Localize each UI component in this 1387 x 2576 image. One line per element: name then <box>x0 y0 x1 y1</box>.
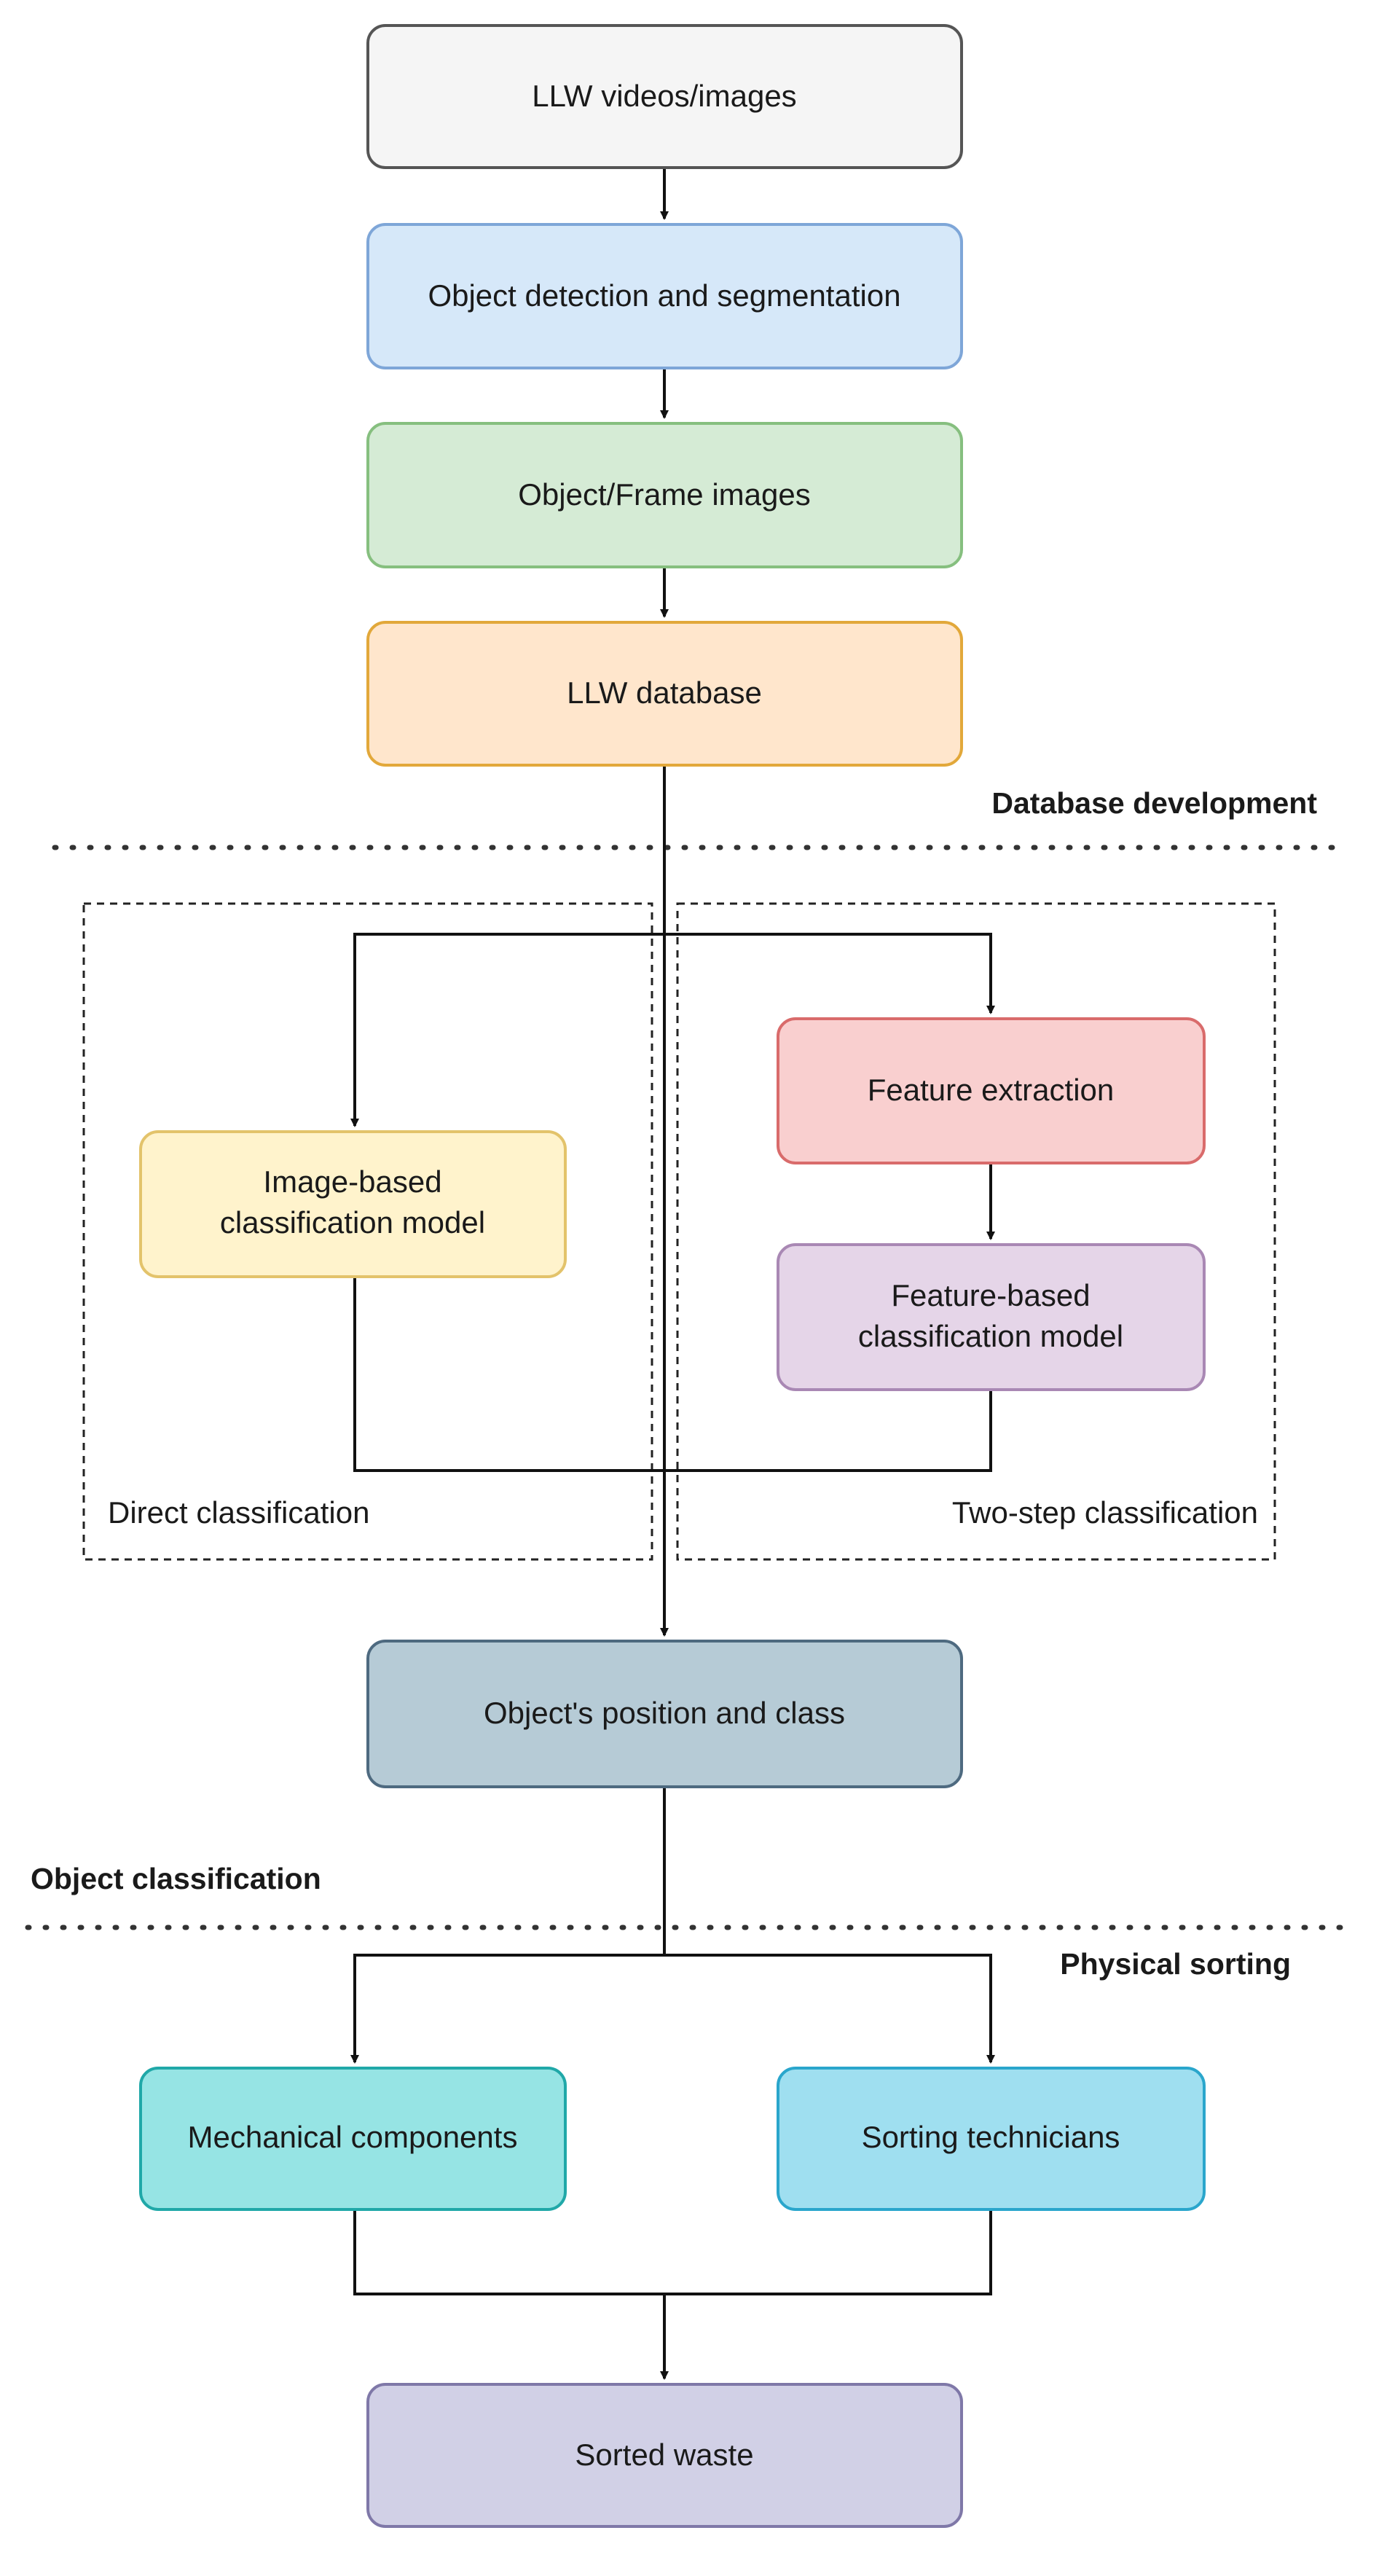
direct-classification-group <box>82 902 653 1561</box>
edge-split-feature-extraction <box>664 933 995 1014</box>
node-box <box>366 422 963 568</box>
node-llw-input: LLW videos/images <box>366 24 963 169</box>
node-box <box>366 24 963 169</box>
node-box <box>366 1640 963 1788</box>
node-label: classification model <box>220 1205 485 1240</box>
direct-classification-label: Direct classification <box>108 1495 369 1530</box>
node-frame-images: Object/Frame images <box>366 422 963 568</box>
section-label-object-classification: Object classification <box>31 1862 321 1895</box>
section-label-physical-sorting: Physical sorting <box>1060 1947 1291 1981</box>
node-sorted-waste: Sorted waste <box>366 2383 963 2528</box>
two-step-classification-label: Two-step classification <box>952 1495 1258 1530</box>
edge-technicians-merge <box>664 2209 992 2295</box>
edge-split-mechanical <box>350 1954 664 2064</box>
node-box <box>777 1243 1206 1391</box>
node-label: Sorted waste <box>575 2438 753 2472</box>
node-box <box>366 223 963 369</box>
node-label-part: Feature- <box>891 1278 1007 1312</box>
node-object-detection: Object detection and segmentation <box>366 223 963 369</box>
edge-image-model-merge <box>353 1277 664 1472</box>
node-label: LLW database <box>567 676 762 710</box>
node-label: LLW videos/images <box>532 79 796 113</box>
node-box <box>777 1017 1206 1164</box>
node-mechanical-components: Mechanical components <box>139 2067 567 2211</box>
node-position-and-class: Object's position and class <box>366 1640 963 1788</box>
node-label: classification model <box>858 1319 1123 1353</box>
edge-split-technicians <box>664 1954 995 2064</box>
node-label-part: based <box>1007 1278 1090 1312</box>
node-label: Feature extraction <box>868 1073 1115 1107</box>
edge-feature-model-merge <box>664 1390 992 1472</box>
edge-split-image-model <box>350 933 664 1127</box>
node-label: Object/Frame images <box>518 477 810 512</box>
two-step-classification-group <box>676 902 1276 1561</box>
node-label: Image-based <box>263 1164 441 1199</box>
node-feature-extraction: Feature extraction <box>777 1017 1206 1164</box>
node-box <box>777 2067 1206 2211</box>
edge-mechanical-merge <box>353 2209 664 2295</box>
node-feature-based-model: Feature-based classification model <box>777 1243 1206 1391</box>
node-llw-database: LLW database <box>366 621 963 767</box>
node-image-based-model: Image-based classification model <box>139 1130 567 1278</box>
node-box <box>366 2383 963 2528</box>
node-box <box>139 1130 567 1278</box>
node-label: Sorting technicians <box>862 2120 1120 2154</box>
node-label: Object's position and class <box>484 1696 845 1730</box>
node-box <box>366 621 963 767</box>
section-label-database-development: Database development <box>991 786 1317 820</box>
node-sorting-technicians: Sorting technicians <box>777 2067 1206 2211</box>
node-label: Object detection and segmentation <box>428 278 900 313</box>
node-label: Mechanical components <box>188 2120 518 2154</box>
node-label: Feature-based <box>891 1278 1090 1312</box>
node-box <box>139 2067 567 2211</box>
connectors <box>350 168 995 2380</box>
